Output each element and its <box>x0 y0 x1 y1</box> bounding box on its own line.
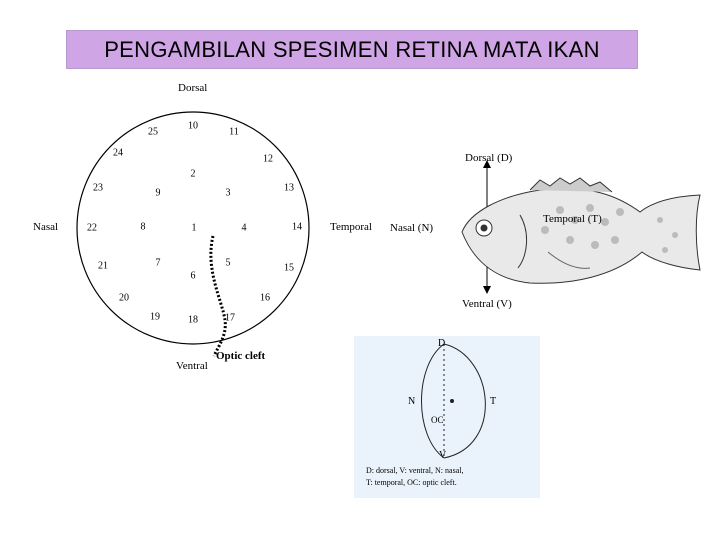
retina-number: 5 <box>226 258 231 269</box>
retina-number: 9 <box>156 188 161 199</box>
retina-ventral-label: Ventral <box>176 360 208 372</box>
retina-number: 2 <box>191 169 196 180</box>
arrow-down-icon <box>483 286 491 294</box>
eye-oc-label: OC <box>431 415 444 425</box>
retina-number: 24 <box>113 148 123 159</box>
retina-number: 22 <box>87 223 97 234</box>
retina-nasal-label: Nasal <box>33 221 58 233</box>
eye-v-label: V <box>439 450 446 461</box>
retina-number: 17 <box>225 313 235 324</box>
retina-number: 23 <box>93 183 103 194</box>
eye-t-label: T <box>490 396 496 407</box>
retina-number: 1 <box>192 223 197 234</box>
retina-number: 21 <box>98 261 108 272</box>
eye-legend-line2: T: temporal, OC: optic cleft. <box>366 478 457 487</box>
eye-legend-line1: D: dorsal, V: ventral, N: nasal, <box>366 466 463 475</box>
optic-cleft-line <box>211 236 225 356</box>
retina-number: 14 <box>292 222 302 233</box>
eye-inner-arc <box>422 344 445 458</box>
retina-temporal-label: Temporal <box>330 221 372 233</box>
fish-dorsal-label: Dorsal (D) <box>465 152 512 164</box>
retina-number: 11 <box>229 127 239 138</box>
retina-number: 15 <box>284 263 294 274</box>
eye-d-label: D <box>438 338 445 349</box>
eye-n-label: N <box>408 396 415 407</box>
retina-number: 3 <box>226 188 231 199</box>
fish-nasal-label: Nasal (N) <box>390 222 433 234</box>
retina-number: 18 <box>188 315 198 326</box>
retina-number: 4 <box>242 223 247 234</box>
optic-cleft-dot <box>450 399 454 403</box>
optic-cleft-label: Optic cleft <box>216 350 265 362</box>
retina-number: 13 <box>284 183 294 194</box>
retina-number: 6 <box>191 271 196 282</box>
retina-number: 8 <box>141 222 146 233</box>
fish-ventral-label: Ventral (V) <box>462 298 512 310</box>
fish-illustration <box>462 178 700 283</box>
retina-dorsal-label: Dorsal <box>178 82 207 94</box>
retina-number: 25 <box>148 127 158 138</box>
eye-section-panel: D V N T OC D: dorsal, V: ventral, N: nas… <box>354 336 540 498</box>
fish-temporal-label: Temporal (T) <box>543 213 602 225</box>
retina-number: 16 <box>260 293 270 304</box>
retina-number: 7 <box>156 258 161 269</box>
retina-number: 19 <box>150 312 160 323</box>
retina-number: 20 <box>119 293 129 304</box>
retina-number: 10 <box>188 121 198 132</box>
retina-number: 12 <box>263 154 273 165</box>
